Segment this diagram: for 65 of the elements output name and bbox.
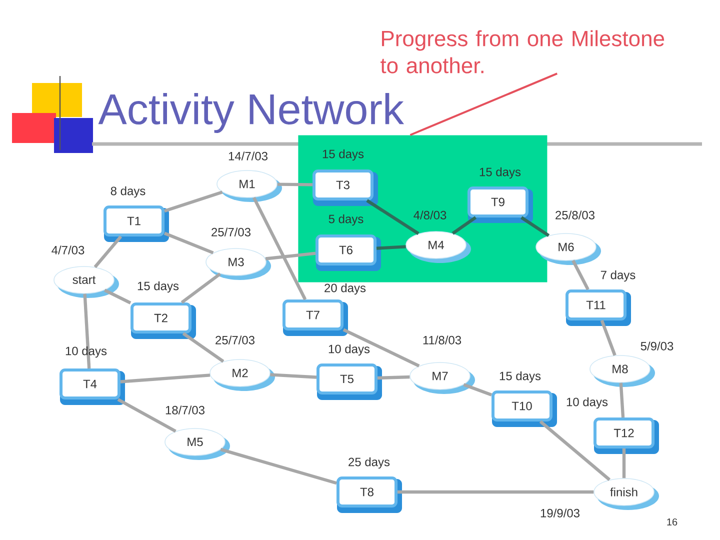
duration-label: 7 days xyxy=(600,270,636,282)
connector-line xyxy=(463,383,492,396)
connector-line xyxy=(117,398,176,433)
page-number: 16 xyxy=(667,518,678,526)
task-box: T2 xyxy=(130,302,196,339)
connector-line xyxy=(600,320,616,356)
duration-label: 25 days xyxy=(348,457,390,469)
connector-line xyxy=(180,272,222,304)
annotation-text: Progress from one Milestone to another. xyxy=(380,30,664,74)
task-box: T4 xyxy=(60,368,125,405)
duration-label: 15 days xyxy=(138,281,179,293)
connector-line xyxy=(277,182,313,186)
connector-line xyxy=(452,216,477,235)
connector-line xyxy=(220,448,337,485)
connector-line xyxy=(182,332,224,363)
date-label: 4/7/03 xyxy=(52,246,84,254)
connector-line xyxy=(252,196,307,300)
task-box: T9 xyxy=(468,186,533,223)
connector-line xyxy=(104,288,132,304)
duration-label: 20 days xyxy=(324,283,366,295)
date-label: 14/7/03 xyxy=(228,152,268,160)
duration-label: 8 days xyxy=(110,186,146,198)
date-label: 18/7/03 xyxy=(166,406,204,414)
connector-line xyxy=(342,328,420,368)
date-label: 25/8/03 xyxy=(556,210,594,220)
connector-line xyxy=(520,216,550,237)
date-label: 4/8/03 xyxy=(414,210,446,220)
connector-line xyxy=(120,374,210,384)
date-label: 19/9/03 xyxy=(540,508,580,518)
task-box: T10 xyxy=(492,390,557,427)
connector-line xyxy=(270,373,317,379)
date-label: 25/7/03 xyxy=(212,228,250,236)
connector-line xyxy=(376,245,406,250)
duration-label: 15 days xyxy=(500,371,541,383)
duration-label: 5 days xyxy=(328,214,364,226)
date-label: 5/9/03 xyxy=(640,342,674,350)
task-box: T11 xyxy=(566,290,631,326)
connector-line xyxy=(572,260,590,290)
connector-line xyxy=(265,252,316,260)
connector-line xyxy=(366,199,420,235)
task-box: T1 xyxy=(104,206,169,242)
connector-line xyxy=(94,235,122,268)
connector-line xyxy=(377,375,410,380)
connector-line xyxy=(164,190,223,213)
duration-label: 15 days xyxy=(480,167,521,179)
task-box: T7 xyxy=(282,300,348,336)
leader-line xyxy=(410,72,558,136)
duration-label: 15 days xyxy=(322,149,364,161)
title: Activity Network xyxy=(98,92,404,134)
task-box: T8 xyxy=(336,476,402,513)
connector-line xyxy=(619,382,625,418)
date-label: 11/8/03 xyxy=(423,336,462,344)
task-box: T3 xyxy=(312,170,378,206)
date-label: 25/7/03 xyxy=(216,336,254,344)
duration-label: 10 days xyxy=(328,344,370,356)
connector-line xyxy=(398,490,594,494)
duration-label: 10 days xyxy=(566,397,608,409)
connector-line xyxy=(622,448,626,478)
task-box: T12 xyxy=(594,418,659,454)
connector-line xyxy=(164,232,214,254)
task-box: T5 xyxy=(316,364,382,400)
task-box: T6 xyxy=(316,234,381,271)
connector-line xyxy=(83,294,91,369)
duration-label: 10 days xyxy=(66,346,107,358)
connector-line xyxy=(539,420,611,481)
